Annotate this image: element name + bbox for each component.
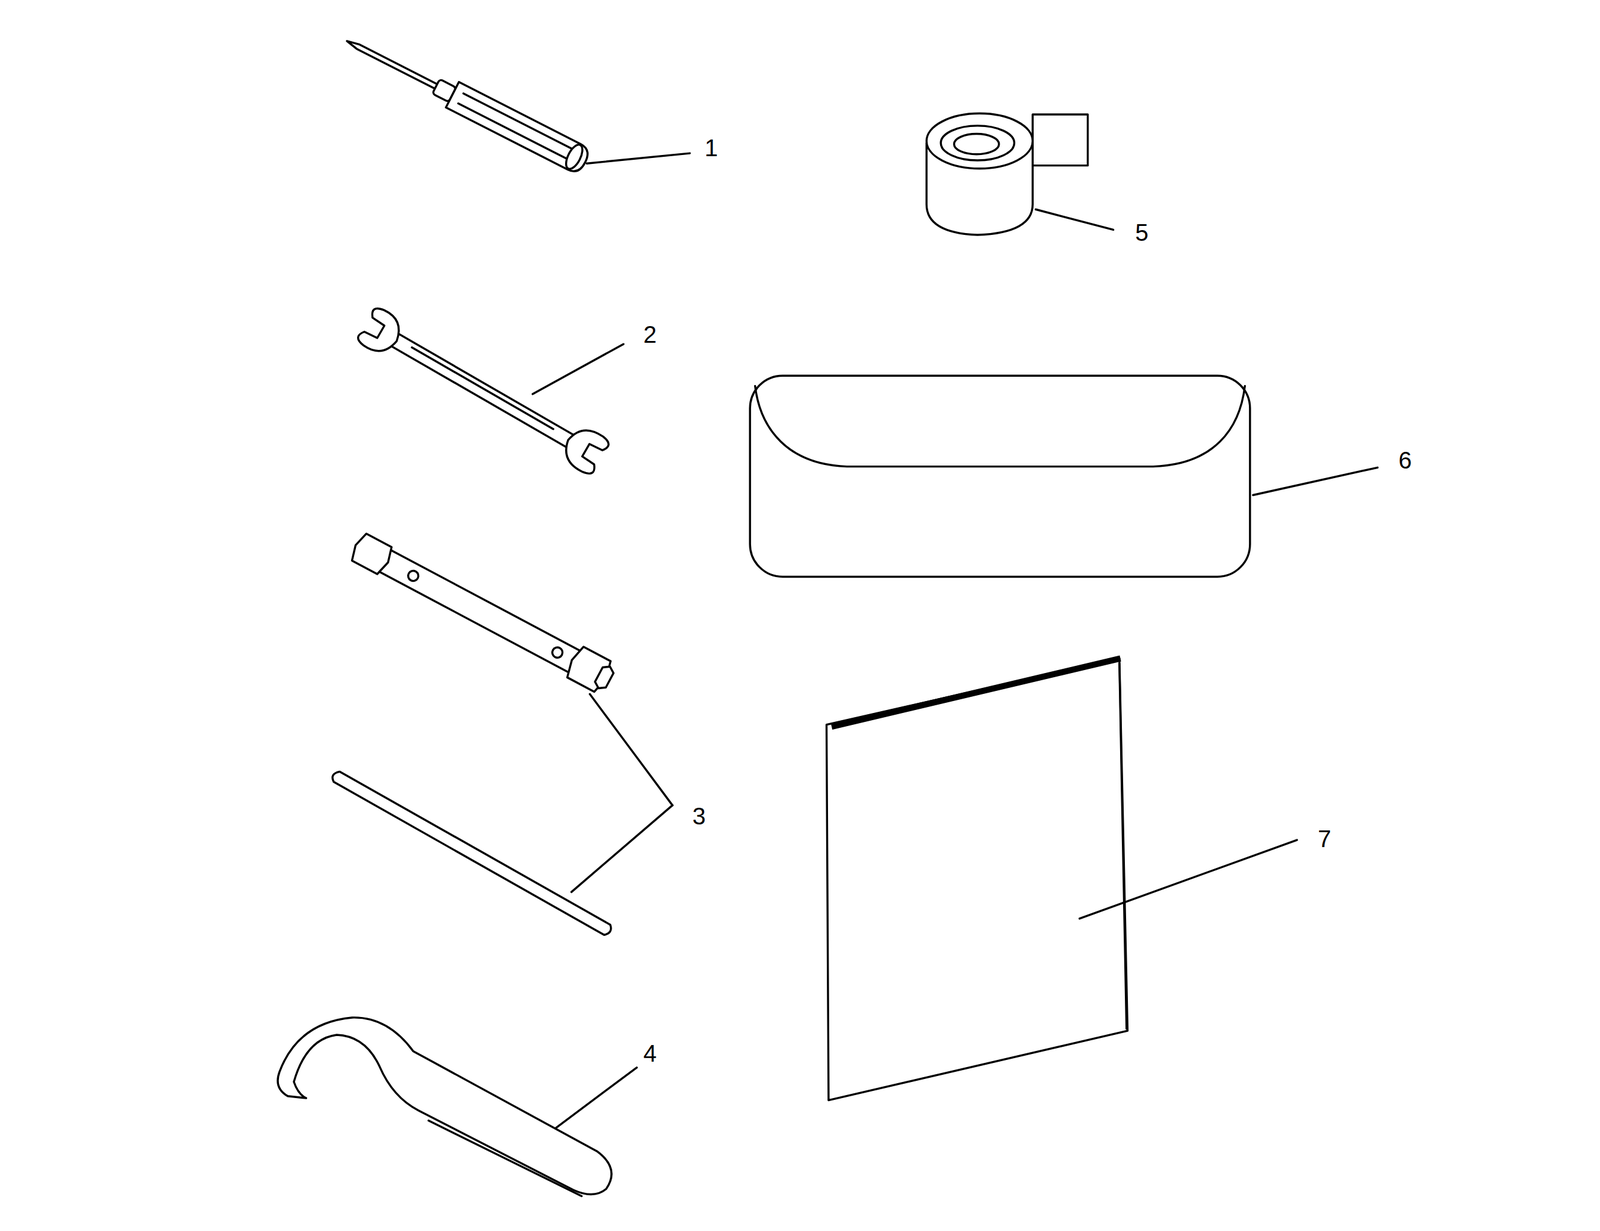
tommy-bar-body bbox=[332, 771, 612, 935]
screwdriver-handle bbox=[445, 82, 592, 176]
handle-facet bbox=[463, 93, 573, 150]
tape-winding bbox=[953, 134, 999, 155]
leader-line bbox=[1253, 467, 1378, 495]
owner-manual bbox=[826, 658, 1128, 1100]
tube-wrench bbox=[347, 529, 619, 696]
tool-pouch bbox=[749, 375, 1251, 577]
spanner-edge bbox=[428, 1120, 582, 1197]
wrench-body bbox=[388, 332, 576, 449]
pouch-body bbox=[749, 375, 1251, 577]
wrench-head bbox=[557, 422, 612, 477]
callout-number: 7 bbox=[1318, 826, 1332, 851]
pouch-flap bbox=[755, 385, 1246, 467]
leader-line bbox=[586, 153, 690, 164]
screwdriver bbox=[340, 28, 592, 175]
callout-number: 3 bbox=[692, 804, 706, 829]
leader-line bbox=[532, 343, 624, 395]
leader-line bbox=[1079, 839, 1298, 919]
handle-end bbox=[562, 142, 586, 172]
bar-hole bbox=[406, 568, 421, 583]
callout-number: 1 bbox=[704, 135, 718, 160]
callout-number: 6 bbox=[1398, 448, 1412, 473]
manual-spine bbox=[831, 658, 1121, 727]
tape-top bbox=[926, 113, 1033, 169]
manual-edge bbox=[1119, 663, 1127, 1029]
tommy-bar bbox=[332, 771, 612, 935]
callout-number: 4 bbox=[643, 1041, 657, 1066]
hook-spanner bbox=[277, 1017, 612, 1195]
tape-winding bbox=[940, 125, 1015, 161]
leader-line bbox=[1035, 209, 1113, 230]
bar-hole bbox=[550, 645, 564, 660]
tube-body bbox=[371, 546, 592, 679]
manual-cover bbox=[826, 658, 1128, 1100]
tape-end bbox=[1032, 114, 1088, 166]
leader-line bbox=[589, 693, 673, 806]
leader-line bbox=[556, 1067, 637, 1128]
open-end-wrench bbox=[355, 305, 612, 477]
callout-number: 5 bbox=[1135, 220, 1149, 245]
hex-socket bbox=[593, 663, 616, 691]
hex-end bbox=[348, 531, 396, 576]
handle-facet bbox=[458, 103, 568, 160]
leader-line bbox=[571, 805, 673, 892]
callout-number: 2 bbox=[643, 322, 657, 347]
wrench-ridge bbox=[411, 347, 554, 430]
wrench-head bbox=[355, 305, 407, 359]
screwdriver-shaft bbox=[345, 38, 439, 90]
